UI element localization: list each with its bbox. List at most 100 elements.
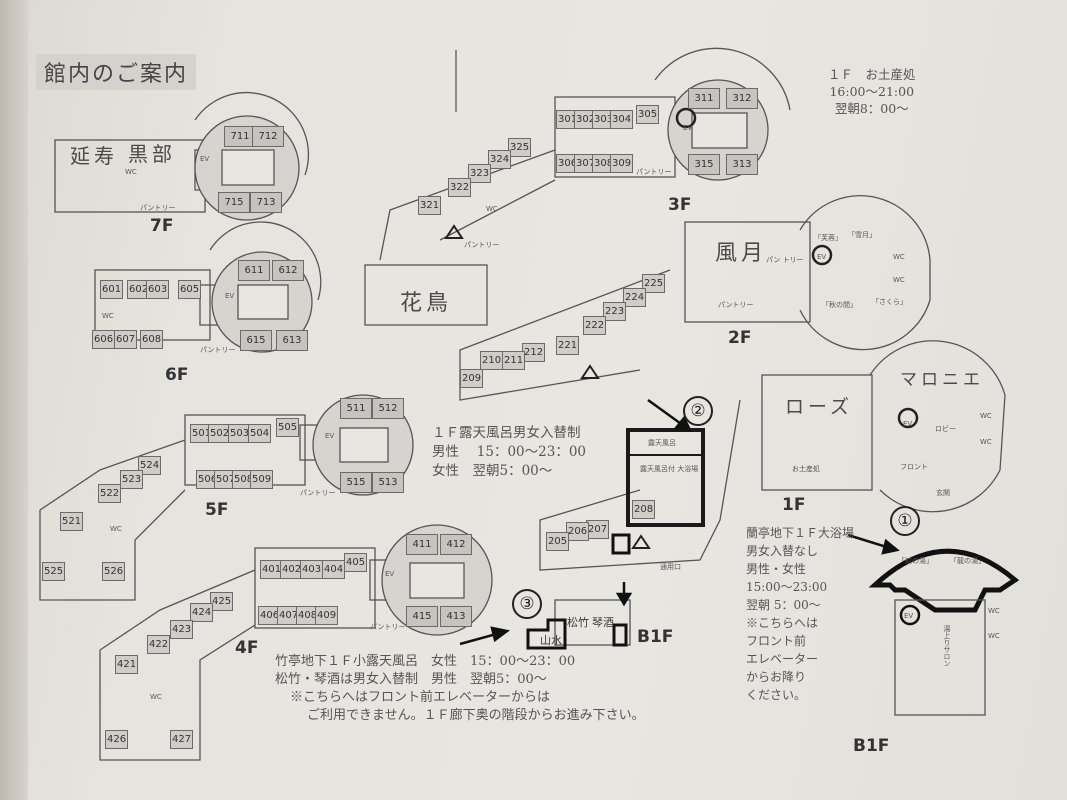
hall-marronnier: マロニエ xyxy=(900,370,984,390)
pantry-label: パン トリー xyxy=(766,256,804,264)
floor-label-2f: 2F xyxy=(728,328,752,348)
room: 207 xyxy=(586,520,610,539)
plan-6f xyxy=(94,221,322,353)
room: 206 xyxy=(566,522,590,541)
room: 605 xyxy=(178,280,202,299)
pantry-label: パントリー xyxy=(464,241,500,249)
bath-label: 露天風呂付 大浴場 xyxy=(640,465,699,473)
wc-label: WC xyxy=(102,312,114,320)
lounge-label: 湯上りサロン xyxy=(943,625,951,667)
room: 526 xyxy=(102,562,126,581)
ev-label: EV xyxy=(683,124,693,132)
room: 221 xyxy=(556,336,580,355)
room: 505 xyxy=(276,418,300,437)
pantry-label: パントリー xyxy=(370,623,406,631)
room: 222 xyxy=(583,316,607,335)
room: 412 xyxy=(440,534,472,555)
room: 523 xyxy=(120,470,144,489)
room: 427 xyxy=(170,730,194,749)
room: 603 xyxy=(146,280,170,299)
room: 311 xyxy=(688,88,720,109)
room: 312 xyxy=(726,88,758,109)
room-label: 「雪月」 xyxy=(848,231,876,239)
entrance-label: 玄関 xyxy=(936,489,950,497)
room: 715 xyxy=(218,192,250,213)
room: 212 xyxy=(522,343,546,362)
ev-label: EV xyxy=(225,292,235,300)
ev-label: EV xyxy=(200,155,210,163)
wc-label: WC xyxy=(125,168,137,176)
bath-ryu: 「龍の湯」 xyxy=(950,557,985,565)
room: 601 xyxy=(100,280,124,299)
room: 210 xyxy=(480,351,504,370)
plan-b1f-chikutei xyxy=(526,533,631,650)
room: 313 xyxy=(726,154,758,175)
warning-triangle-icon xyxy=(580,364,600,379)
room: 608 xyxy=(140,330,164,349)
pantry-label: パントリー xyxy=(636,168,672,176)
marker-2: ② xyxy=(683,396,713,426)
room: 205 xyxy=(546,532,570,551)
room-label: 「芙蓉」 xyxy=(814,234,842,242)
wc-label: WC xyxy=(988,632,1000,640)
room: 422 xyxy=(147,635,171,654)
room: 324 xyxy=(488,150,512,169)
room: 511 xyxy=(340,398,372,419)
room: 315 xyxy=(688,154,720,175)
room: 525 xyxy=(42,562,66,581)
room: 403 xyxy=(300,560,324,579)
bath-kotozake: 琴酒 xyxy=(592,616,614,629)
room: 402 xyxy=(280,560,304,579)
room: 305 xyxy=(636,105,660,124)
ev-label: EV xyxy=(904,612,914,620)
floor-label-6f: 6F xyxy=(165,365,189,385)
ev-label: EV xyxy=(325,432,335,440)
room: 513 xyxy=(372,472,404,493)
warning-triangle-icon xyxy=(631,534,651,549)
room: 404 xyxy=(322,560,346,579)
room: 713 xyxy=(250,192,282,213)
room: 606 xyxy=(92,330,116,349)
plan-5f xyxy=(39,394,414,601)
ev-label: EV xyxy=(385,570,395,578)
room: 607 xyxy=(114,330,138,349)
room: 211 xyxy=(502,351,526,370)
room: 413 xyxy=(440,606,472,627)
room: 225 xyxy=(642,274,666,293)
floor-label-4f: 4F xyxy=(235,638,259,658)
hall-fugetsu: 風月 xyxy=(715,241,768,266)
wc-label: WC xyxy=(988,607,1000,615)
page-title: 館内のご案内 xyxy=(36,54,197,90)
room: 515 xyxy=(340,472,372,493)
room: 504 xyxy=(248,424,272,443)
wc-label: WC xyxy=(486,205,498,213)
room: 712 xyxy=(252,126,284,147)
ev-circle-2f xyxy=(811,244,833,266)
room: 415 xyxy=(406,606,438,627)
hall-enju: 延寿 xyxy=(70,144,118,168)
service-entrance-label: 通用口 xyxy=(660,563,681,571)
marker-3: ③ xyxy=(512,589,542,619)
room: 509 xyxy=(250,470,274,489)
room: 612 xyxy=(272,260,304,281)
wc-label: WC xyxy=(893,253,905,261)
floor-label-b1f: B1F xyxy=(637,627,674,647)
room-label: 「秋の間」 xyxy=(822,301,857,309)
hall-kacho: 花鳥 xyxy=(400,291,453,316)
floor-label-b1f: B1F xyxy=(853,736,890,756)
bath-sansui: 山水 xyxy=(540,634,562,647)
bath-shochiku: 松竹 xyxy=(567,616,589,629)
bath-niji: 「虹の湯」 xyxy=(898,557,933,565)
pantry-label: パントリー xyxy=(200,346,236,354)
room: 423 xyxy=(170,620,194,639)
room: 208 xyxy=(632,500,656,519)
room-label: 「さくら」 xyxy=(872,298,907,306)
room: 524 xyxy=(138,456,162,475)
plan-2f xyxy=(459,195,931,401)
room: 421 xyxy=(115,655,139,674)
front-desk-label: フロント xyxy=(900,463,928,471)
room: 411 xyxy=(406,534,438,555)
plan-1f xyxy=(539,340,1006,571)
